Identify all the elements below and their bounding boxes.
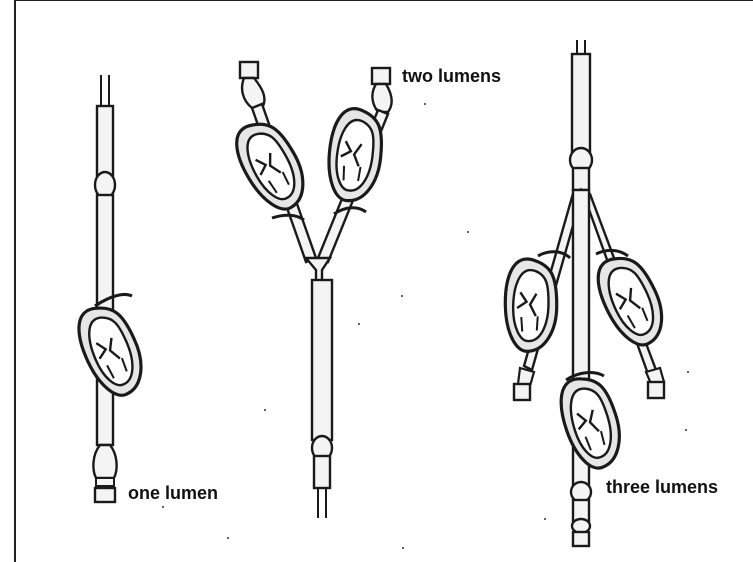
two-lumen-left-branch (231, 62, 316, 262)
two-lumen-right-branch (314, 68, 394, 262)
three-lumens-label: three lumens (606, 477, 718, 498)
three-lumen-right-branch (582, 190, 668, 398)
two-lumens-label: two lumens (402, 66, 501, 87)
three-lumen-catheter (494, 40, 668, 546)
two-lumen-catheter (231, 62, 395, 518)
one-lumen-catheter (75, 75, 148, 502)
three-lumen-left-branch (494, 190, 582, 400)
one-lumen-label: one lumen (128, 483, 218, 504)
